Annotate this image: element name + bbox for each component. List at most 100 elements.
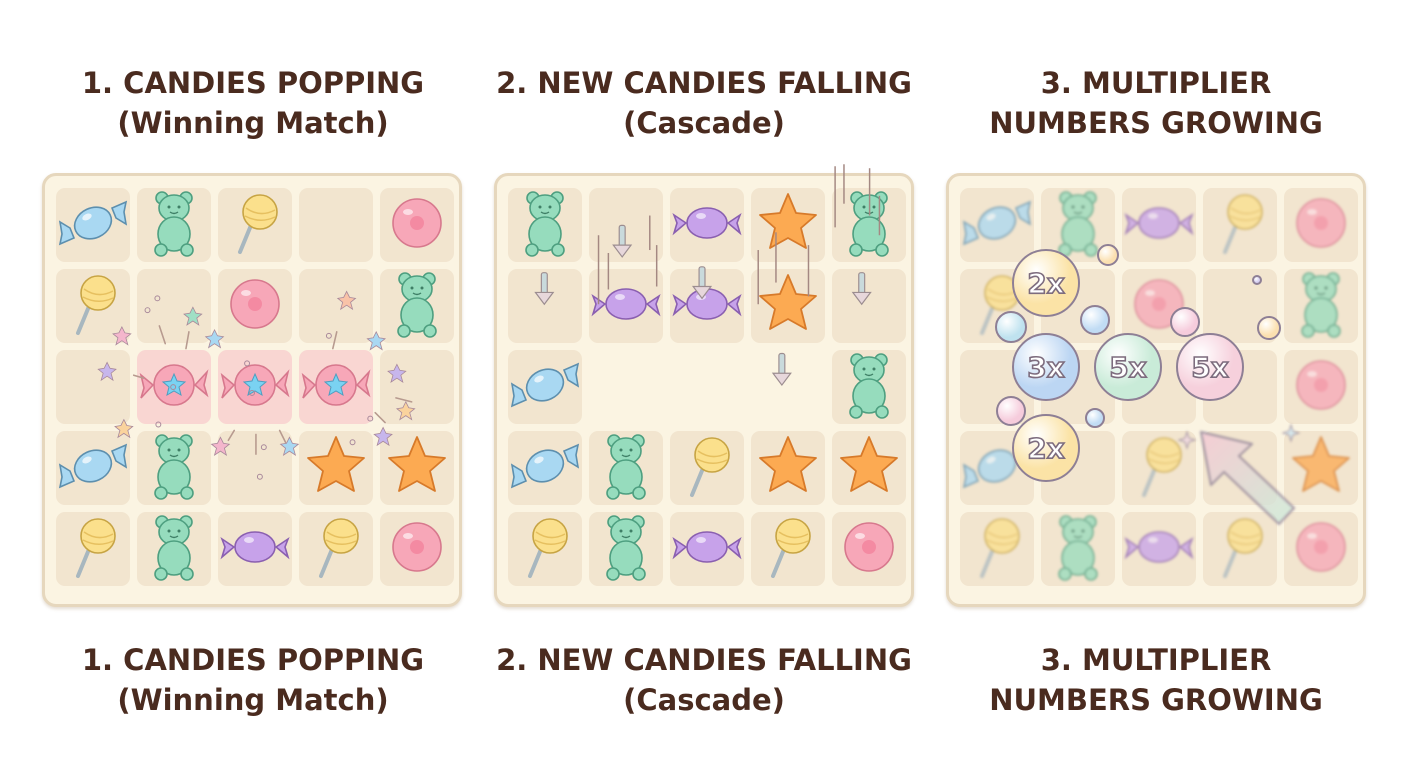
grid-cell[interactable] <box>832 188 906 262</box>
grid-cell[interactable] <box>56 512 130 586</box>
grid-cell[interactable] <box>751 188 825 262</box>
grid-cell[interactable] <box>589 350 663 424</box>
grid-cell[interactable] <box>1203 188 1277 262</box>
grid-cell[interactable] <box>1041 431 1115 505</box>
grid-cell[interactable] <box>1041 188 1115 262</box>
grid-cell[interactable] <box>380 188 454 262</box>
grid-cell[interactable] <box>380 269 454 343</box>
grid-cell[interactable] <box>589 269 663 343</box>
grid-cell[interactable] <box>1122 188 1196 262</box>
pink-round-candy-icon <box>382 188 452 262</box>
grid-cell[interactable] <box>218 512 292 586</box>
grid-cell[interactable] <box>218 431 292 505</box>
grid-cell[interactable] <box>299 431 373 505</box>
grid-cell[interactable] <box>508 188 582 262</box>
purple-wrapped-candy-icon <box>672 269 742 343</box>
grid-cell[interactable] <box>299 350 373 424</box>
grid-cell[interactable] <box>670 512 744 586</box>
grid-cell[interactable] <box>589 431 663 505</box>
grid-cell[interactable] <box>1284 269 1358 343</box>
grid-cell[interactable] <box>1122 350 1196 424</box>
grid-cell[interactable] <box>56 350 130 424</box>
grid-cell[interactable] <box>137 350 211 424</box>
grid-cell[interactable] <box>56 431 130 505</box>
grid-cell[interactable] <box>508 431 582 505</box>
grid-cell[interactable] <box>508 269 582 343</box>
pink-round-candy-icon <box>1124 269 1194 343</box>
green-bear-candy-icon <box>139 512 209 586</box>
grid-cell[interactable] <box>751 512 825 586</box>
yellow-lollipop-candy-icon <box>753 512 823 586</box>
grid-cell[interactable] <box>218 188 292 262</box>
orange-star-candy-icon <box>753 188 823 262</box>
grid-cell[interactable] <box>1284 512 1358 586</box>
panel-1-caption: 1. CANDIES POPPING(Winning Match) <box>33 640 473 720</box>
grid-cell[interactable] <box>960 350 1034 424</box>
grid-cell[interactable] <box>299 188 373 262</box>
grid-cell[interactable] <box>670 188 744 262</box>
grid-cell[interactable] <box>960 188 1034 262</box>
grid-cell[interactable] <box>1284 431 1358 505</box>
candy-grid <box>960 188 1358 586</box>
grid-cell[interactable] <box>1203 512 1277 586</box>
grid-cell[interactable] <box>1203 350 1277 424</box>
grid-cell[interactable] <box>751 350 825 424</box>
grid-cell[interactable] <box>751 431 825 505</box>
grid-cell[interactable] <box>56 269 130 343</box>
grid-cell[interactable] <box>960 431 1034 505</box>
yellow-lollipop-candy-icon <box>510 512 580 586</box>
grid-cell[interactable] <box>832 512 906 586</box>
grid-cell[interactable] <box>1041 350 1115 424</box>
panel-2-title-line2: (Cascade) <box>623 106 785 140</box>
grid-cell[interactable] <box>1203 431 1277 505</box>
pink-round-candy-icon <box>1286 350 1356 424</box>
grid-cell[interactable] <box>960 512 1034 586</box>
grid-cell[interactable] <box>137 512 211 586</box>
green-bear-candy-icon <box>139 431 209 505</box>
purple-wrapped-candy-icon <box>591 269 661 343</box>
grid-cell[interactable] <box>589 512 663 586</box>
blue-wrapped-candy-icon <box>58 431 128 505</box>
grid-cell[interactable] <box>832 269 906 343</box>
panel-2-caption-line1: 2. NEW CANDIES FALLING <box>496 643 912 677</box>
grid-cell[interactable] <box>1122 269 1196 343</box>
grid-cell[interactable] <box>751 269 825 343</box>
grid-cell[interactable] <box>137 269 211 343</box>
grid-cell[interactable] <box>1041 269 1115 343</box>
panel-3-caption-line1: 3. MULTIPLIER <box>1040 643 1272 677</box>
grid-cell[interactable] <box>508 512 582 586</box>
grid-cell[interactable] <box>299 269 373 343</box>
grid-cell[interactable] <box>589 188 663 262</box>
green-bear-candy-icon <box>139 188 209 262</box>
grid-cell[interactable] <box>380 512 454 586</box>
grid-cell[interactable] <box>1122 431 1196 505</box>
grid-cell[interactable] <box>832 350 906 424</box>
grid-cell[interactable] <box>218 350 292 424</box>
grid-cell[interactable] <box>670 350 744 424</box>
grid-cell[interactable] <box>1041 512 1115 586</box>
grid-cell[interactable] <box>508 350 582 424</box>
blue-wrapped-candy-icon <box>58 188 128 262</box>
pink-round-candy-icon <box>1286 188 1356 262</box>
grid-cell[interactable] <box>960 269 1034 343</box>
grid-cell[interactable] <box>137 188 211 262</box>
panel-1-title-line2: (Winning Match) <box>117 106 389 140</box>
grid-cell[interactable] <box>1284 350 1358 424</box>
grid-cell[interactable] <box>137 431 211 505</box>
grid-cell[interactable] <box>670 269 744 343</box>
grid-cell[interactable] <box>832 431 906 505</box>
grid-cell[interactable] <box>380 350 454 424</box>
green-bear-candy-icon <box>1043 188 1113 262</box>
grid-cell[interactable] <box>299 512 373 586</box>
grid-cell[interactable] <box>218 269 292 343</box>
grid-cell[interactable] <box>1122 512 1196 586</box>
yellow-lollipop-candy-icon <box>58 512 128 586</box>
yellow-lollipop-candy-icon <box>962 512 1032 586</box>
grid-cell[interactable] <box>380 431 454 505</box>
grid-cell[interactable] <box>670 431 744 505</box>
grid-cell[interactable] <box>1284 188 1358 262</box>
blue-wrapped-candy-icon <box>962 188 1032 262</box>
purple-wrapped-candy-icon <box>672 512 742 586</box>
grid-cell[interactable] <box>56 188 130 262</box>
grid-cell[interactable] <box>1203 269 1277 343</box>
